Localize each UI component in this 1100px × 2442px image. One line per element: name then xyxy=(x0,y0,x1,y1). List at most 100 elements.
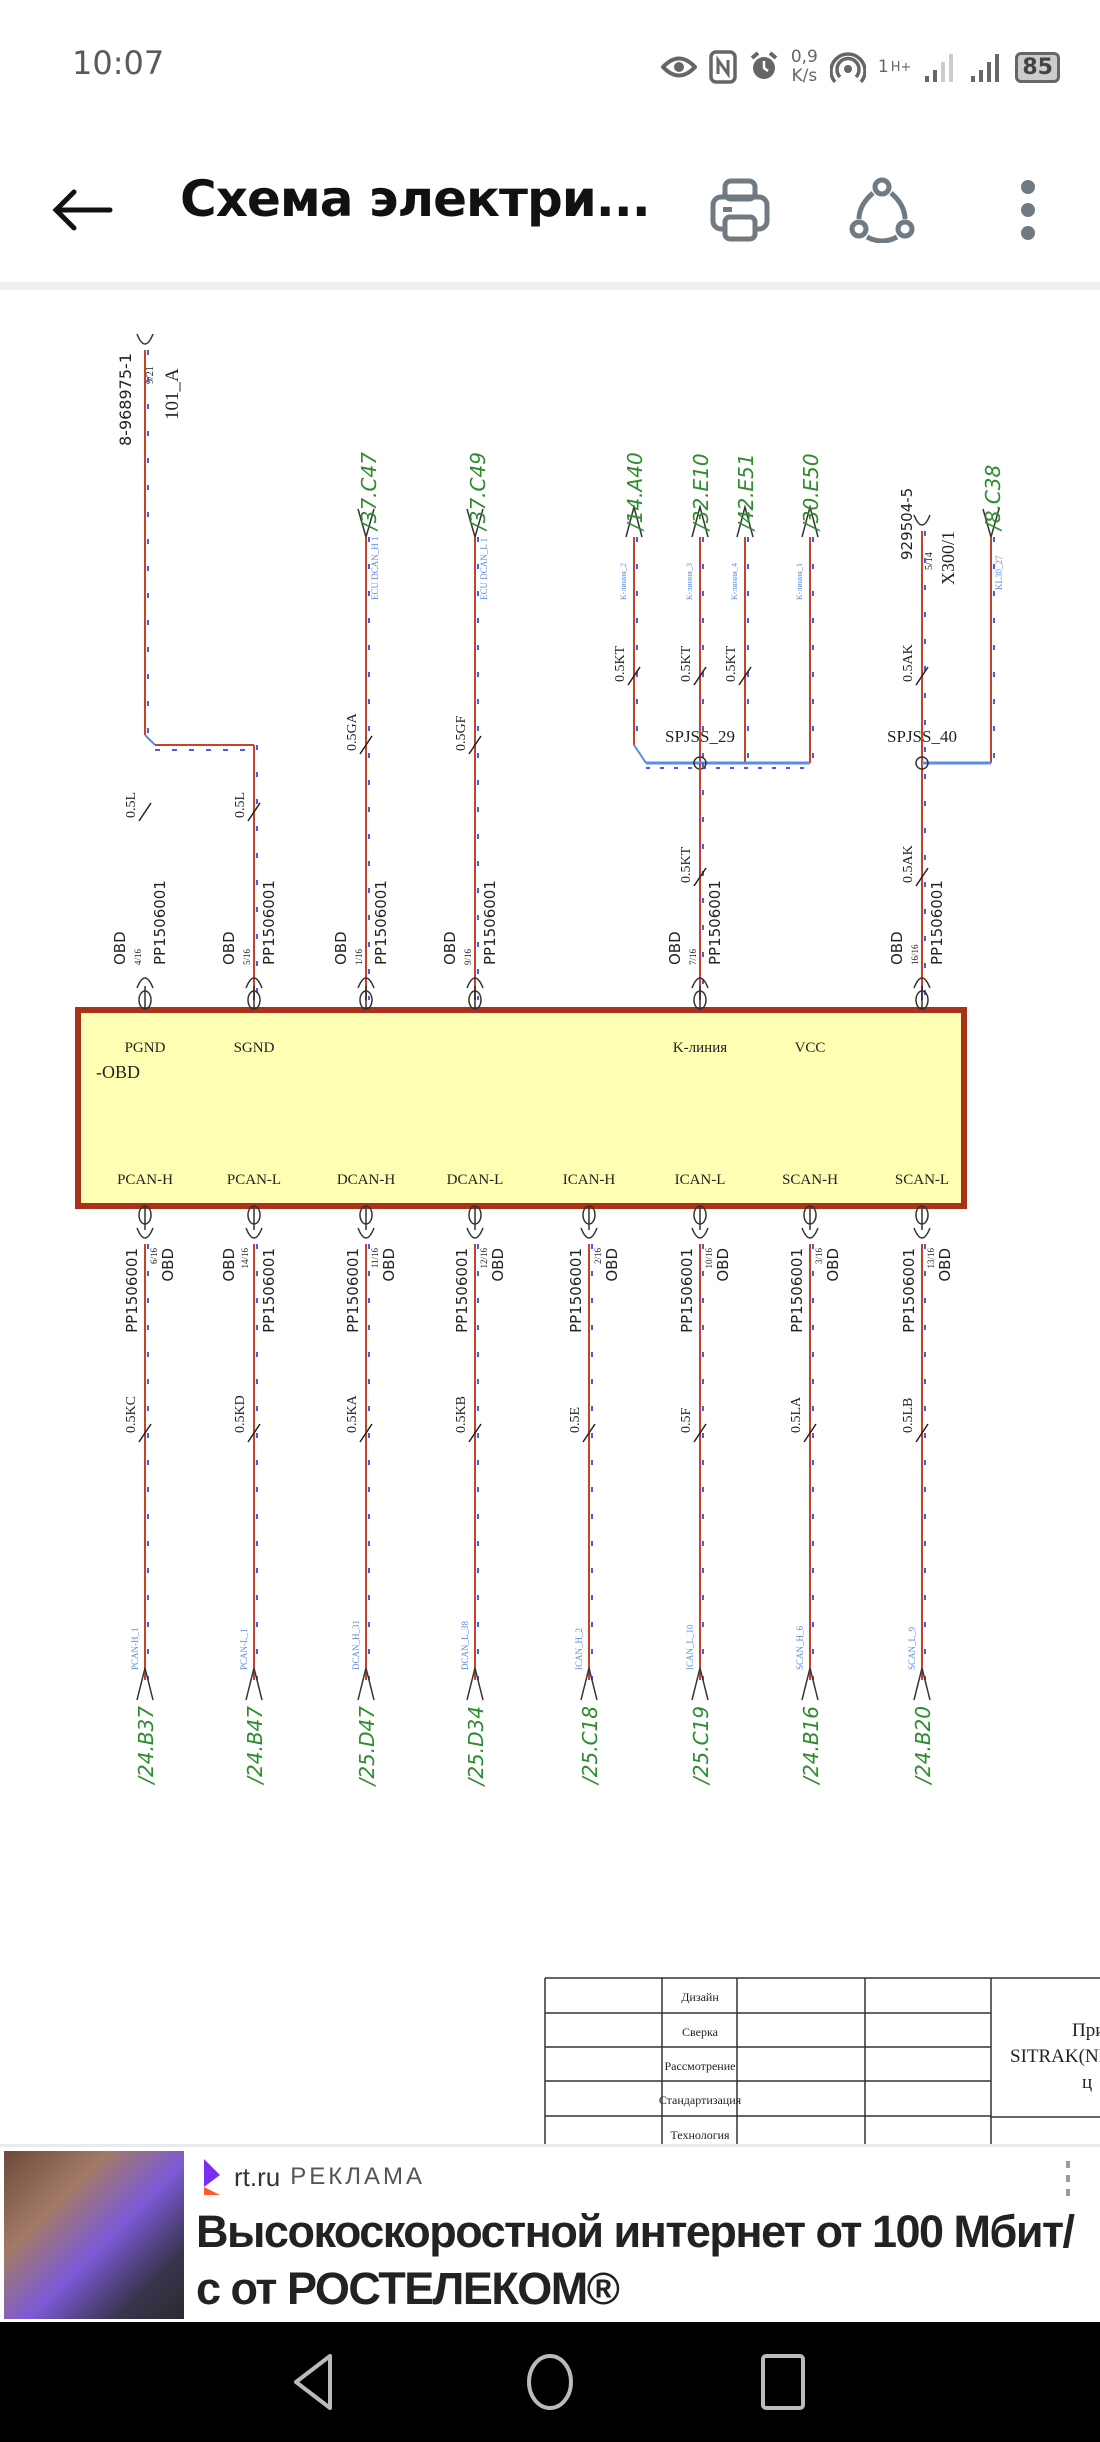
wire-gauge: 0.5LB xyxy=(901,1398,916,1433)
signal-name: ECU DCAN_L 1 xyxy=(479,538,489,600)
signal-name: DCAN_H_31 xyxy=(351,1620,361,1670)
connector-pin: 1/16 xyxy=(354,948,364,965)
signal-name: K-линия_1 xyxy=(795,563,804,600)
pin-label: SGND xyxy=(234,1040,275,1056)
connector-pin: 13/16 xyxy=(926,1248,936,1269)
pin-label: K-линия xyxy=(673,1040,727,1056)
wire-gauge: 0.5KT xyxy=(679,846,694,883)
share-button[interactable] xyxy=(842,170,922,250)
part-number: PP1506001 xyxy=(928,880,946,965)
connector-arrow-icon xyxy=(625,504,643,538)
battery-indicator: 85 xyxy=(1015,51,1060,83)
connector-pin: 14/16 xyxy=(240,1248,250,1269)
connector-socket-icon xyxy=(245,977,263,989)
toolbar-divider xyxy=(0,282,1100,290)
part-number: PP1506001 xyxy=(123,1248,141,1333)
network-type: H+ xyxy=(890,59,912,75)
nav-recents-icon[interactable] xyxy=(758,2352,808,2412)
wire-gauge-mark xyxy=(468,1423,482,1443)
sim1-label: 1 xyxy=(877,56,889,77)
signal-name: ICAN_H_2 xyxy=(574,1628,584,1670)
connector-pin: 3/16 xyxy=(814,1248,824,1265)
part-number: PP1506001 xyxy=(678,1248,696,1333)
connector-socket-icon xyxy=(357,977,375,989)
printer-icon xyxy=(710,178,770,242)
pin-terminal-icon xyxy=(247,990,261,1010)
splice-junction-icon xyxy=(915,756,929,770)
ad-image[interactable] xyxy=(4,2151,184,2319)
arrow-left-icon xyxy=(52,189,113,231)
title-block-title: При xyxy=(1072,2020,1100,2041)
wire-gauge: 0.5F xyxy=(679,1408,694,1434)
connector-pin: 9/16 xyxy=(463,948,473,965)
signal-name: K-линия_3 xyxy=(685,563,694,600)
ad-domain: rt.ru xyxy=(234,2161,281,2192)
destination-reference: /25.C19 xyxy=(689,1706,713,1786)
connector-socket-icon xyxy=(466,1227,484,1239)
wire-gauge-mark xyxy=(738,666,752,686)
wire-bend xyxy=(144,734,156,746)
connector-pin: 4/16 xyxy=(133,948,143,965)
destination-reference: /8.C38 xyxy=(981,465,1005,532)
nav-home-icon[interactable] xyxy=(520,2352,580,2412)
connector-pin: 2/16 xyxy=(593,1248,603,1265)
destination-reference: /25.D34 xyxy=(464,1706,488,1787)
connector-arrow-icon xyxy=(801,1667,819,1701)
wire-gauge: 0.5E xyxy=(568,1407,583,1433)
destination-reference: /24.B47 xyxy=(243,1706,267,1786)
connector-label: OBD xyxy=(332,931,350,965)
alarm-icon xyxy=(750,51,778,79)
wire-gauge: 0.5KT xyxy=(724,645,739,682)
signal-name: KL30_27 xyxy=(994,555,1004,590)
connector-label: OBD xyxy=(220,1248,238,1282)
ad-banner[interactable]: rt.ru РЕКЛАМА Высокоскоростной интернет … xyxy=(0,2144,1100,2322)
connector-label: OBD xyxy=(380,1248,398,1282)
nav-back-icon[interactable] xyxy=(290,2352,346,2412)
print-button[interactable] xyxy=(700,170,780,250)
wire-gauge-mark xyxy=(693,1423,707,1443)
status-time: 10:07 xyxy=(72,44,165,82)
connector-arrow-icon xyxy=(691,504,709,538)
part-number: PP1506001 xyxy=(260,1248,278,1333)
wire-gauge-mark xyxy=(359,735,373,755)
wire-gauge: 0.5KT xyxy=(613,645,628,682)
wire-gauge: 0.5KT xyxy=(679,645,694,682)
connector-label: OBD xyxy=(888,931,906,965)
wire-bend xyxy=(633,744,647,764)
wire-gauge: 0.5AK xyxy=(901,644,916,682)
nfc-icon xyxy=(709,50,737,84)
destination-reference: /37.C47 xyxy=(357,452,381,532)
pin-label: PGND xyxy=(125,1040,166,1056)
ad-headline[interactable]: Высокоскоростной интернет от 100 Мбит/с … xyxy=(196,2206,1075,2314)
back-button[interactable] xyxy=(42,170,122,250)
wire-gauge-mark xyxy=(138,802,152,822)
more-options-button[interactable] xyxy=(988,170,1068,250)
destination-reference: /14.A40 xyxy=(623,452,647,532)
part-number: PP1506001 xyxy=(567,1248,585,1333)
pin-terminal-icon xyxy=(359,990,373,1010)
wire-gauge: 0.5KC xyxy=(124,1396,139,1433)
connector-arrow-icon xyxy=(580,1667,598,1701)
connector-pin: 7/16 xyxy=(688,948,698,965)
part-number: PP1506001 xyxy=(900,1248,918,1333)
wire-gauge-mark xyxy=(693,867,707,887)
connector-socket-icon xyxy=(801,1227,819,1239)
wire-gauge-mark xyxy=(915,1423,929,1443)
connector-pin: 5/14 xyxy=(924,552,935,570)
signal-name: K-линия_4 xyxy=(730,563,739,600)
wire-gauge-mark xyxy=(138,1423,152,1443)
wire-gauge-mark xyxy=(247,1423,261,1443)
wire-gauge: 0.5L xyxy=(233,792,248,818)
destination-reference: /24.B37 xyxy=(134,1706,158,1786)
part-number: PP1506001 xyxy=(788,1248,806,1333)
destination-reference: /25.D47 xyxy=(355,1706,379,1788)
wire-gauge-mark xyxy=(582,1423,596,1443)
ad-menu-icon[interactable] xyxy=(1058,2159,1078,2199)
destination-reference: /25.C18 xyxy=(578,1706,602,1786)
wire-gauge: 0.5KD xyxy=(233,1395,248,1433)
destination-reference: /37.C49 xyxy=(466,452,490,532)
connector-socket-icon xyxy=(691,1227,709,1239)
signal-name: PCAN-H_1 xyxy=(130,1627,140,1670)
